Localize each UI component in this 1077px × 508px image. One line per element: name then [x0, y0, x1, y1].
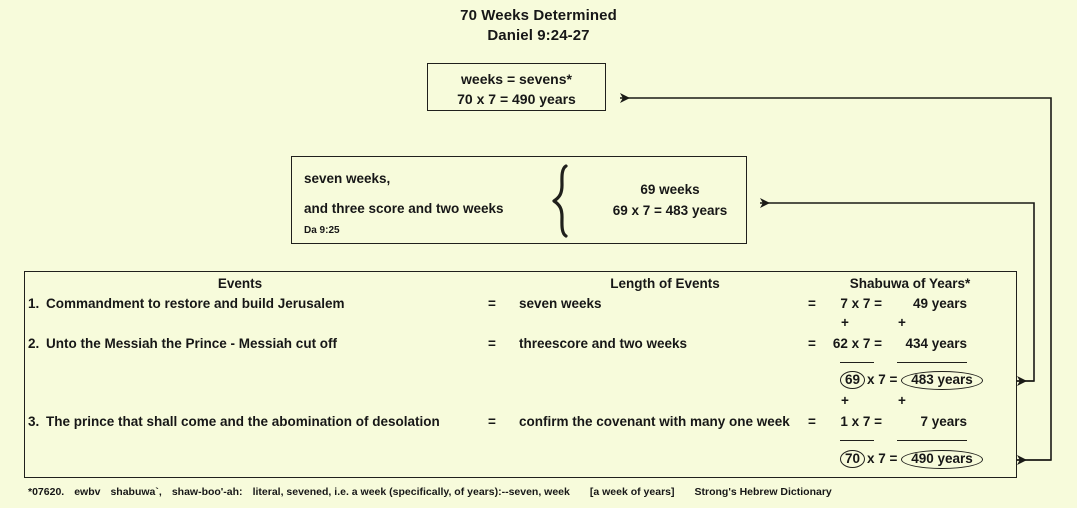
- footnote-transliteration: shabuwa`,: [110, 486, 162, 498]
- shabuwa-result: 49 years: [912, 296, 967, 311]
- sixtynine-times-seven-label: 69 x 7 = 483 years: [612, 203, 728, 218]
- row-equals-sign: =: [488, 336, 496, 351]
- weeks-sevens-line-1: weeks = sevens*: [461, 71, 572, 87]
- shabuwa-multiplication: 1 x 7 =: [840, 414, 882, 429]
- sixtynine-left-text: seven weeks, and three score and two wee…: [304, 171, 564, 216]
- shabuwa-equals-sign: =: [808, 296, 816, 311]
- shabuwa-multiplication: 62 x 7 =: [832, 336, 882, 351]
- footnote-pronunciation: shaw-boo'-ah:: [171, 486, 243, 498]
- footnote-source: Strong's Hebrew Dictionary: [694, 486, 832, 498]
- footnote-definition: literal, sevened, i.e. a week (specifica…: [252, 486, 570, 498]
- footnote-strongs-number: *07620.: [28, 486, 65, 498]
- column-header-shabuwa-of-years: Shabuwa of Years*: [849, 276, 971, 291]
- row-event-text: The prince that shall come and the abomi…: [46, 414, 440, 429]
- oval-483-years: 483 years: [901, 371, 983, 390]
- circled-seventy: 70: [840, 450, 866, 468]
- row-length-text: confirm the covenant with many one week: [519, 414, 790, 429]
- row-number: 3.: [28, 414, 40, 429]
- footnote-bracket: [a week of years]: [589, 486, 675, 498]
- page-title: 70 Weeks Determined Daniel 9:24-27: [0, 6, 1077, 46]
- total-rule-weeks: [840, 440, 874, 441]
- shabuwa-multiplication: 7 x 7 =: [840, 296, 882, 311]
- sixtynine-weeks-box: seven weeks, and three score and two wee…: [291, 156, 747, 244]
- plus-sign-years: +: [898, 315, 906, 330]
- scripture-reference-da925: Da 9:25: [304, 225, 340, 236]
- sum-rule-weeks: [840, 362, 874, 363]
- shabuwa-result: 7 years: [920, 414, 967, 429]
- seven-weeks-label: seven weeks,: [304, 171, 391, 186]
- row-event-text: Commandment to restore and build Jerusal…: [46, 296, 345, 311]
- title-line-2: Daniel 9:24-27: [487, 27, 590, 44]
- sum-rule-years: [897, 362, 967, 363]
- footnote-strongs: *07620. ewbv shabuwa`, shaw-boo'-ah: literal…: [28, 486, 832, 498]
- weeks-sevens-line-2: 70 x 7 = 490 years: [457, 91, 576, 107]
- plus-sign-years: +: [898, 393, 906, 408]
- threescore-two-weeks-label: and three score and two weeks: [304, 201, 504, 216]
- plus-sign-weeks: +: [841, 315, 849, 330]
- row-length-text: threescore and two weeks: [519, 336, 688, 351]
- column-header-length-of-events: Length of Events: [610, 276, 720, 291]
- row-equals-sign: =: [488, 296, 496, 311]
- column-header-events: Events: [217, 276, 263, 291]
- shabuwa-equals-sign: =: [808, 336, 816, 351]
- oval-490-years: 490 years: [901, 450, 983, 469]
- row-length-text: seven weeks: [519, 296, 602, 311]
- weeks-sevens-box: weeks = sevens* 70 x 7 = 490 years: [427, 63, 606, 111]
- row-number: 1.: [28, 296, 40, 311]
- sixtynine-summary: 69 weeks 69 x 7 = 483 years: [592, 179, 748, 221]
- total-rule-years: [897, 440, 967, 441]
- subtotal-times-seven: x 7 =: [867, 372, 898, 387]
- plus-sign-weeks: +: [841, 393, 849, 408]
- shabuwa-equals-sign: =: [808, 414, 816, 429]
- shabuwa-result: 434 years: [905, 336, 967, 351]
- sixtynine-weeks-label: 69 weeks: [640, 182, 700, 197]
- circled-sixtynine: 69: [840, 371, 866, 389]
- row-equals-sign: =: [488, 414, 496, 429]
- footnote-hebrew: ewbv: [74, 486, 101, 498]
- curly-brace-icon: [552, 164, 568, 238]
- row-event-text: Unto the Messiah the Prince - Messiah cu…: [46, 336, 338, 351]
- row-number: 2.: [28, 336, 40, 351]
- total-times-seven: x 7 =: [867, 451, 898, 466]
- title-line-1: 70 Weeks Determined: [460, 7, 617, 24]
